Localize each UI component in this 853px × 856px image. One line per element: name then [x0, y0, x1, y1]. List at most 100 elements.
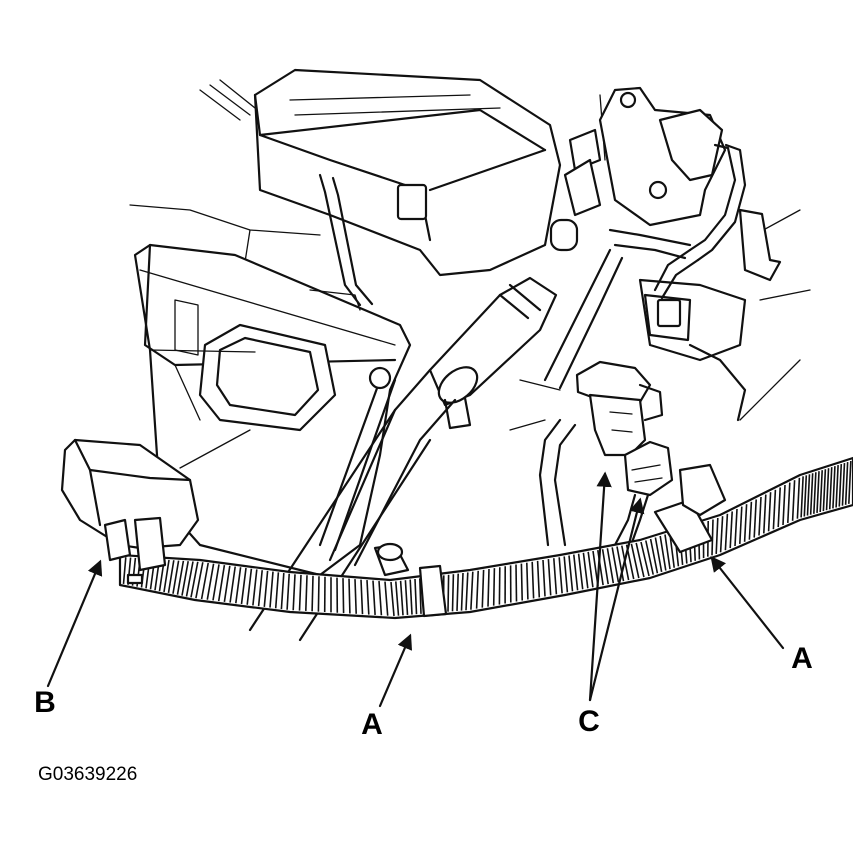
harness-rib: [195, 562, 204, 599]
harness-rib: [526, 562, 529, 600]
harness-rib: [645, 540, 654, 575]
harness-rib: [257, 570, 263, 607]
harness-rib: [848, 460, 852, 504]
harness-rib: [274, 572, 280, 609]
harness-rib: [832, 466, 836, 509]
harness-rib: [553, 558, 558, 595]
harness-rib: [828, 467, 833, 510]
harness-rib: [269, 571, 274, 608]
harness-rib: [395, 581, 400, 616]
callout-b: B: [34, 686, 56, 719]
harness-rib: [470, 571, 474, 610]
harness-rib: [729, 511, 733, 549]
harness-rib: [841, 463, 846, 506]
harness-rib: [475, 570, 479, 609]
harness-rib: [409, 579, 413, 615]
harness-rib: [568, 555, 574, 592]
harness-rib: [809, 473, 814, 515]
harness-rib: [390, 581, 395, 617]
harness-rib: [796, 477, 801, 519]
harness-rib: [181, 561, 189, 596]
connector-b: [60, 438, 200, 585]
harness-rib: [384, 581, 389, 616]
harness-rib: [280, 572, 285, 610]
harness-rib: [200, 562, 209, 600]
harness-rib: [206, 563, 215, 600]
harness-rib: [753, 499, 757, 538]
harness-rib: [252, 569, 258, 606]
harness-rib: [223, 565, 231, 602]
harness-rib: [372, 580, 376, 615]
harness-rib: [536, 560, 541, 598]
harness-rib: [456, 573, 459, 611]
throttle-sensor: [549, 86, 782, 422]
harness-rib: [587, 551, 594, 588]
harness-rib: [481, 569, 485, 608]
harness-rib: [767, 492, 772, 532]
harness-rib: [360, 579, 364, 615]
harness-rib: [806, 474, 811, 516]
relay-box: [253, 68, 562, 307]
harness-rib: [577, 553, 584, 590]
arrow-a-left: [378, 633, 413, 708]
harness-rib: [558, 557, 563, 594]
harness-rib: [167, 560, 175, 594]
harness-rib: [419, 578, 422, 614]
harness-rib: [844, 462, 849, 505]
harness-rib: [758, 496, 762, 536]
harness-rib: [348, 578, 351, 614]
harness-rib: [354, 579, 357, 614]
harness-rib: [229, 566, 236, 603]
harness-rib: [305, 575, 308, 611]
harness-rib: [542, 559, 546, 597]
harness-rib: [190, 561, 199, 598]
harness-rib: [630, 543, 640, 579]
arrow-a-right: [710, 555, 785, 650]
harness-rib: [515, 564, 518, 602]
harness-rib: [292, 574, 296, 611]
harness-rib: [715, 517, 719, 554]
harness-rib: [212, 564, 220, 601]
harness-rib: [719, 516, 724, 553]
harness-rib: [176, 560, 185, 595]
harness-rib: [654, 537, 663, 573]
harness-rib: [743, 504, 748, 542]
harness-rib: [240, 567, 247, 605]
figure-id: G03639226: [38, 764, 137, 785]
harness-rib: [547, 559, 552, 596]
harness-rib: [246, 568, 253, 605]
harness-rib: [573, 554, 579, 591]
harness-rib: [451, 574, 455, 612]
harness-rib: [263, 570, 269, 607]
harness-rib: [813, 472, 817, 514]
harness-rib: [185, 561, 194, 597]
sub-harness: [538, 143, 747, 547]
harness-rib: [447, 574, 450, 612]
harness-rib: [787, 482, 791, 523]
harness-rib: [601, 549, 609, 585]
harness-rib: [777, 487, 781, 528]
harness-rib: [606, 548, 615, 584]
harness-rib: [816, 471, 820, 513]
coolant-hose: [248, 276, 558, 642]
harness-rib: [235, 567, 242, 604]
harness-rib: [563, 556, 569, 593]
harness-rib: [317, 576, 320, 612]
harness-rib: [311, 575, 314, 612]
arrow-c-lower: [588, 497, 645, 702]
harness-rib: [734, 508, 738, 547]
harness-rib: [825, 468, 830, 511]
harness-rib: [711, 519, 714, 556]
harness-rib: [649, 538, 659, 574]
harness-rib: [616, 546, 625, 582]
harness-rib: [724, 513, 729, 551]
harness-rib: [492, 568, 496, 606]
harness-rib: [342, 578, 345, 614]
harness-rib: [582, 552, 589, 589]
harness-rib: [531, 561, 535, 599]
harness-rib: [659, 535, 667, 571]
harness-rib: [172, 560, 180, 594]
connector-c-upper: [575, 360, 664, 457]
main-harness-a: [118, 456, 853, 620]
